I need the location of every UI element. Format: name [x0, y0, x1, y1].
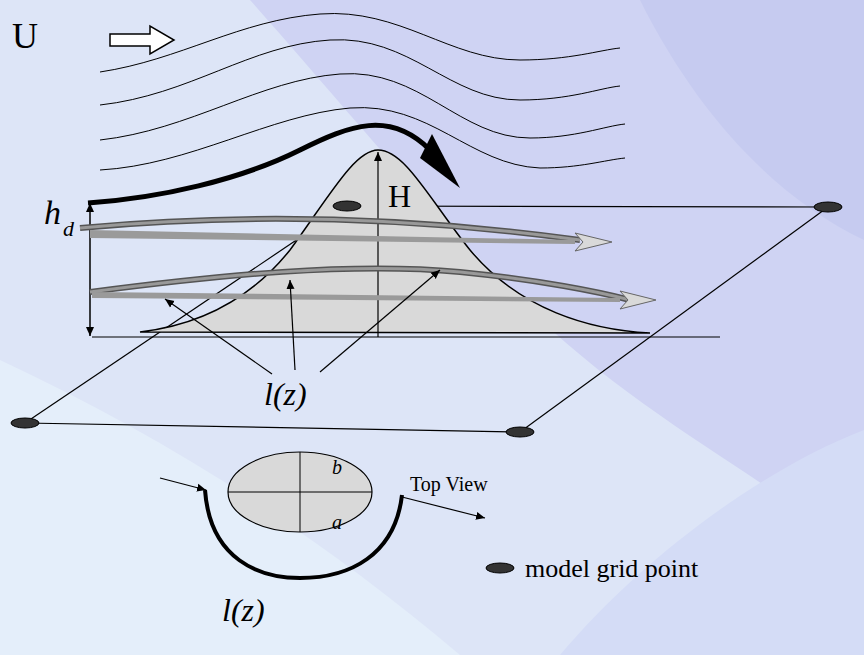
- wind-label: U: [12, 18, 38, 54]
- ground-line: [92, 336, 720, 337]
- flow-over-arrowhead: [420, 134, 460, 188]
- height-arrow: [377, 152, 378, 337]
- flow-over-line: [88, 125, 430, 203]
- depth-subscript: d: [63, 218, 74, 240]
- axis-label: a: [332, 512, 342, 532]
- axis-label: b: [332, 457, 342, 477]
- flow-around-arrows: [80, 219, 656, 309]
- legend-text: model grid point: [525, 556, 698, 582]
- streamlines: [100, 14, 625, 170]
- leader-lines: [165, 270, 440, 374]
- path-length-label: l(z): [222, 594, 265, 626]
- wind-arrow: [110, 26, 174, 54]
- background-shape: [640, 0, 864, 240]
- view-label: Top View: [410, 474, 488, 494]
- background-shape: [560, 430, 864, 655]
- grid-points: [11, 201, 842, 437]
- depth-arrow: [89, 203, 91, 336]
- background-shape: [0, 360, 460, 655]
- legend-grid-point: [486, 563, 514, 573]
- height-label: H: [388, 180, 411, 212]
- path-length-label: l(z): [264, 378, 307, 410]
- depth-label: h: [44, 196, 61, 230]
- top-view: [160, 452, 485, 578]
